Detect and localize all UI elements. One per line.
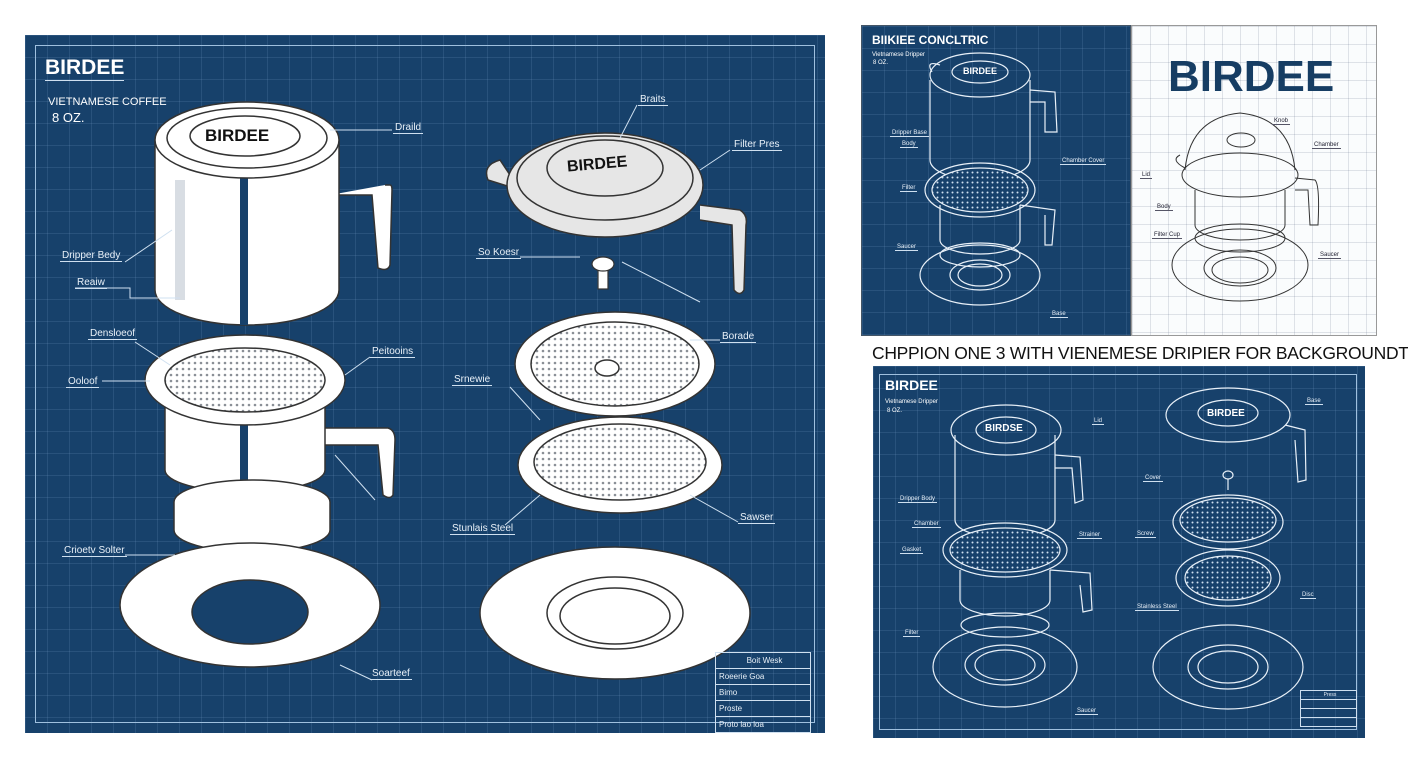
concentric-size: 8 OZ. xyxy=(873,60,889,66)
main-blueprint-sheet xyxy=(25,35,825,733)
brand-title: BIRDEE xyxy=(45,56,125,81)
label-press-top: Braits xyxy=(638,94,668,106)
bottom-label: Screw xyxy=(1135,531,1156,538)
label-base: Reaiw xyxy=(75,277,107,289)
title-block: Boit Wesk Roeerie Goa Bimo Proste Proto … xyxy=(715,652,811,733)
title-block-row: Proste xyxy=(716,700,810,716)
bottom-label: Dripper Body xyxy=(898,496,938,503)
sketch-label: Chamber xyxy=(1312,142,1341,149)
bottom-label: Gasket xyxy=(900,547,924,554)
label-screw: So Koesr xyxy=(476,247,522,259)
label-ring: Crioetv Solter xyxy=(62,545,127,557)
title-block-row: Roeerie Goa xyxy=(716,668,810,684)
sketch-label: Body xyxy=(1155,204,1173,211)
bottom-subtitle: Vietnamese Dripper xyxy=(885,399,938,405)
bottom-lid-logo-right: BIRDEE xyxy=(1207,408,1245,419)
label-saucer: Soarteef xyxy=(370,668,412,680)
blue-label: Base xyxy=(1050,311,1068,318)
blue-label: Chamber Cover xyxy=(1060,158,1107,165)
title-block-row: Press xyxy=(1323,692,1337,698)
label-strainer: Srnewie xyxy=(452,374,493,386)
label-press-disc: Borade xyxy=(720,331,757,343)
sketch-label: Saucer xyxy=(1318,252,1342,259)
concentric-heading: BIIKIEE CONCLTRIC xyxy=(872,33,989,47)
bottom-label: Strainer xyxy=(1077,532,1103,539)
label-filter-left: Ooloof xyxy=(66,376,100,388)
bottom-label: Base xyxy=(1305,398,1323,405)
blue-label: Saucer xyxy=(895,244,919,251)
label-steel: Stunlais Steel xyxy=(450,523,516,535)
sheet-frame xyxy=(35,45,815,723)
product-subtitle: VIETNAMESE COFFEE xyxy=(48,96,167,108)
blue-label: Dripper Base xyxy=(890,130,930,137)
bottom-label: Disc xyxy=(1300,592,1316,599)
title-block-row: Proto lao loa xyxy=(716,716,810,732)
caption: CHPPION ONE 3 WITH VIENEMESE DRIPIER FOR… xyxy=(872,343,1408,363)
bottom-lid-logo-left: BIRDSE xyxy=(985,423,1023,434)
concentric-subtitle: Vietnamese Dripper xyxy=(872,52,925,58)
bottom-label: Chamber xyxy=(912,521,941,528)
blue-label: Body xyxy=(900,141,918,148)
label-filter-press: Filter Pres xyxy=(732,139,782,151)
title-block-row: Bimo xyxy=(716,684,810,700)
sketch-label: Lid xyxy=(1140,172,1153,179)
concentric-lid-logo: BIRDEE xyxy=(963,66,998,76)
label-body: Dripper Bedy xyxy=(60,250,123,262)
bottom-brand-title: BIRDEE xyxy=(885,377,938,393)
product-size: 8 OZ. xyxy=(52,110,85,125)
bottom-size: 8 OZ. xyxy=(887,408,903,414)
sketch-label: Filter Cup xyxy=(1152,232,1183,239)
bottom-title-block: Press xyxy=(1300,690,1357,727)
bottom-blueprint-sheet xyxy=(873,366,1365,738)
bottom-label: Saucer xyxy=(1075,708,1099,715)
bottom-label: Stainless Steel xyxy=(1135,604,1179,611)
white-brand-title: BIRDEE xyxy=(1168,52,1335,101)
label-filter-top: Peitooins xyxy=(370,346,416,358)
blue-label: Filter xyxy=(900,185,918,192)
bottom-label: Filter xyxy=(903,630,921,637)
label-filter-rim: Densloeof xyxy=(88,328,138,340)
sketch-label: Knob xyxy=(1272,118,1291,125)
label-sawser: Sawser xyxy=(738,512,776,524)
bottom-label: Lid xyxy=(1092,418,1105,425)
sheet-frame xyxy=(879,374,1357,730)
title-block-row: Boit Wesk xyxy=(746,656,783,665)
bottom-label: Cover xyxy=(1143,475,1164,482)
lid-logo: BIRDEE xyxy=(205,126,270,145)
label-lid: Draild xyxy=(393,122,424,134)
